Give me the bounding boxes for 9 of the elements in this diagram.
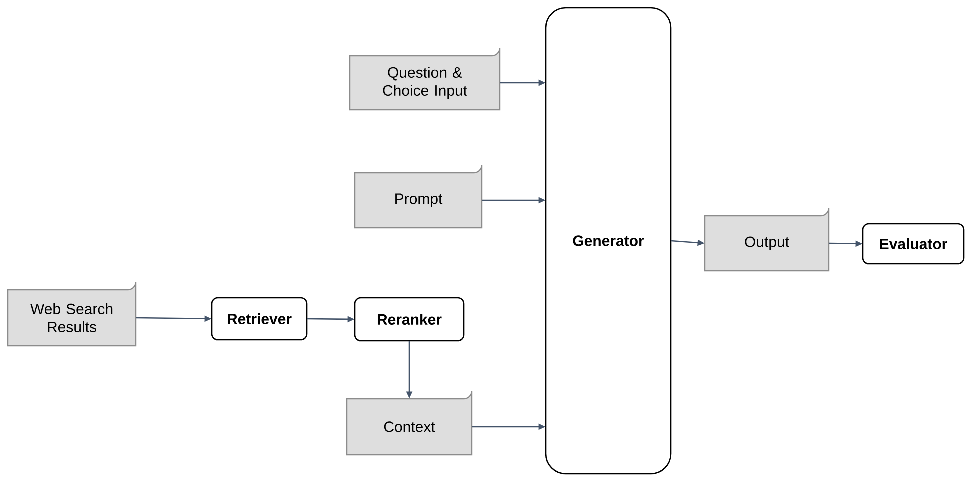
process-box: Retriever — [211, 297, 308, 341]
input-box: Context — [346, 390, 473, 456]
process-box: Reranker — [354, 297, 465, 342]
input-box: Prompt — [354, 164, 483, 229]
generator-box: Generator — [545, 7, 672, 475]
input-box: Question & Choice Input — [349, 47, 501, 111]
input-box: Output — [704, 207, 830, 272]
process-box: Evaluator — [862, 223, 965, 265]
input-box: Web Search Results — [7, 281, 137, 347]
